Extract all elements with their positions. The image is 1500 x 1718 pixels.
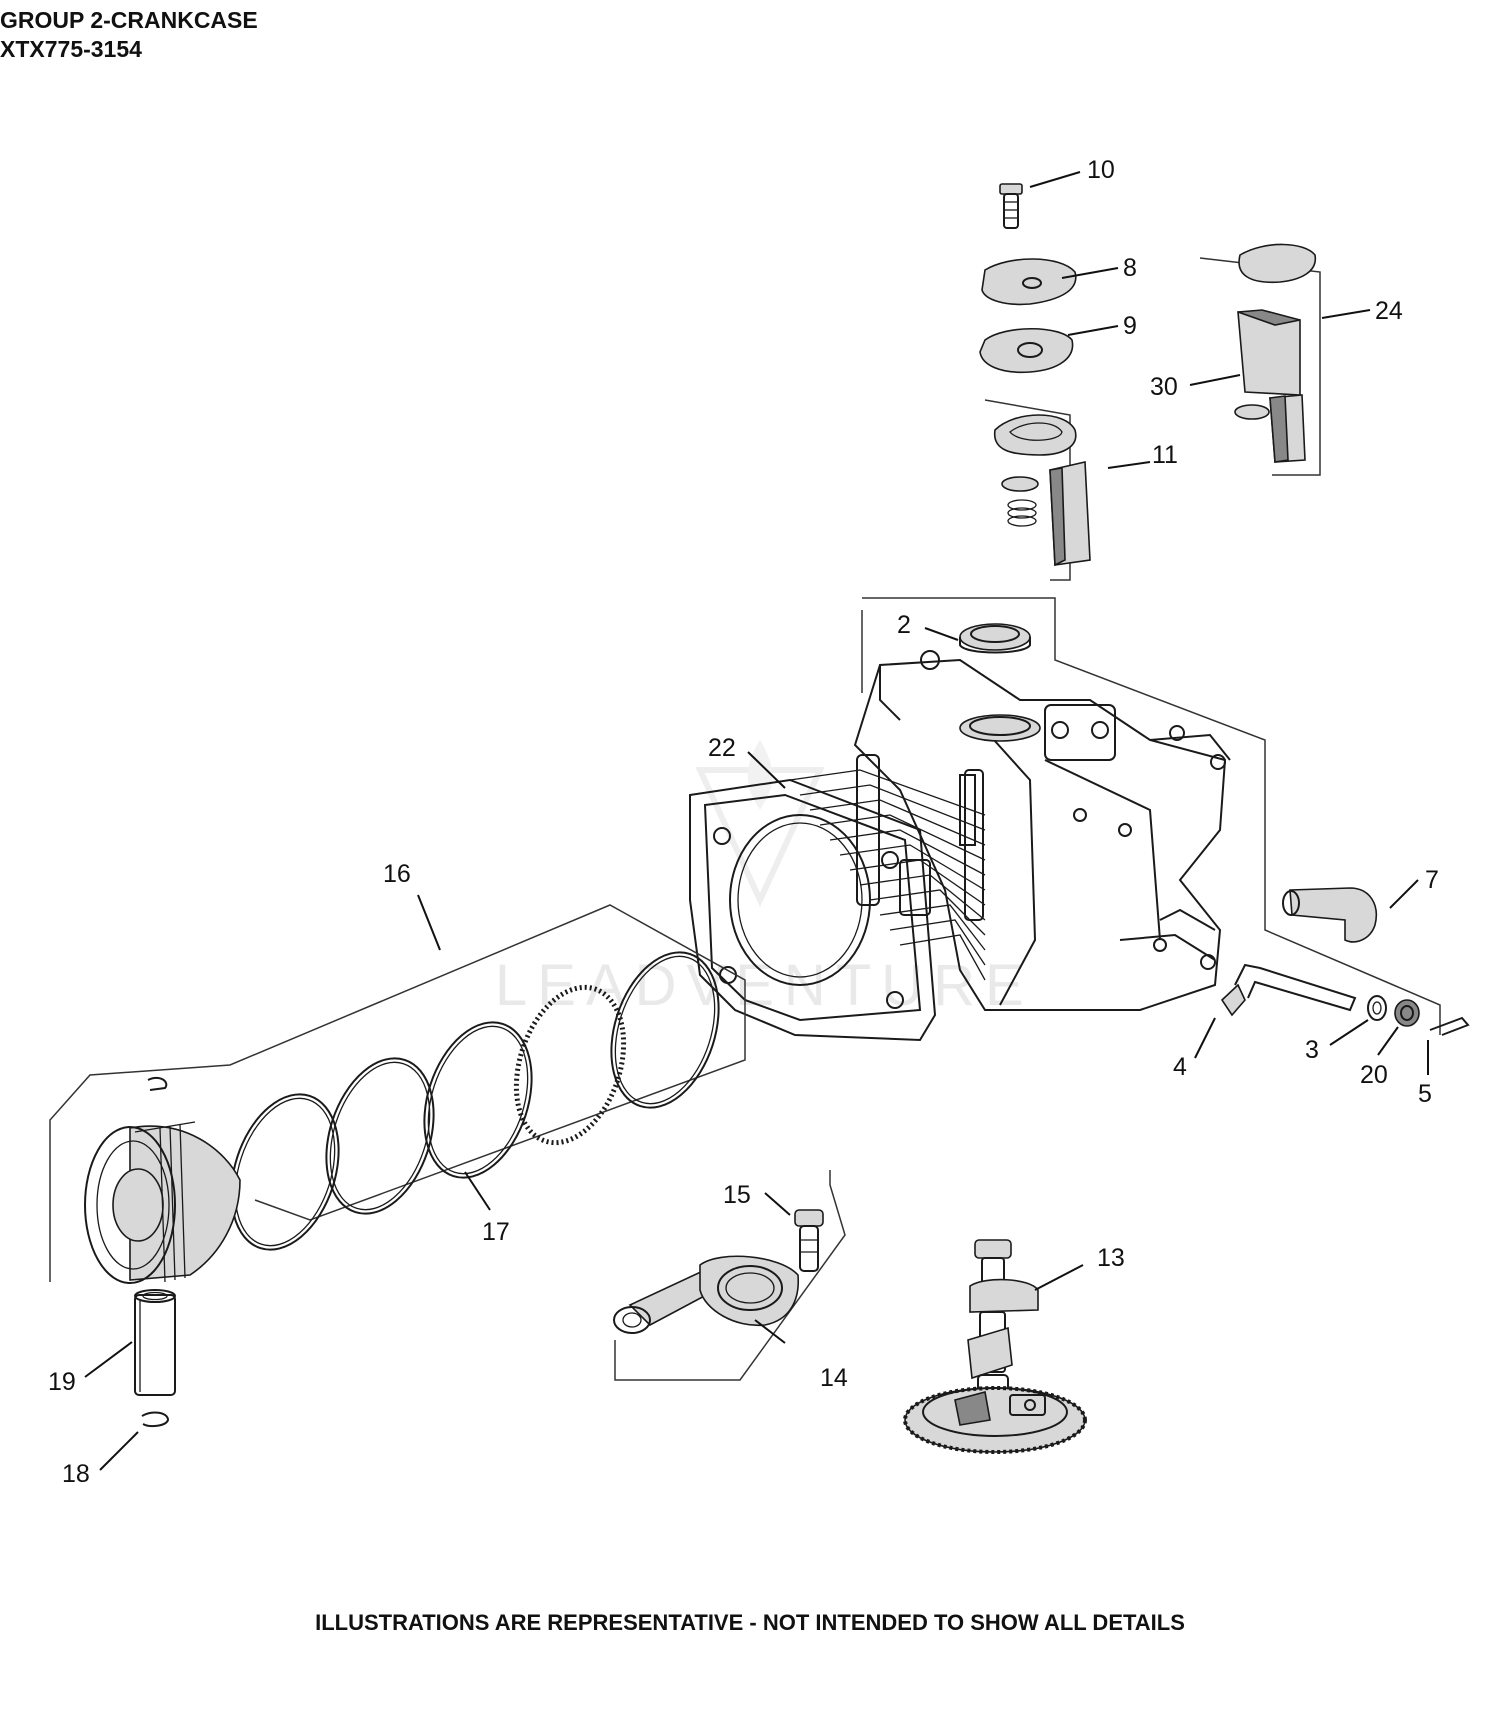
part-washer-3 bbox=[1367, 995, 1387, 1021]
part-clip-5 bbox=[1429, 1016, 1470, 1036]
callout-labels: 10 8 9 24 30 11 2 22 7 3 20 5 4 16 17 15… bbox=[48, 156, 1439, 1488]
callout-19: 19 bbox=[48, 1368, 76, 1396]
part-plate-8 bbox=[981, 258, 1077, 306]
diagram-title: GROUP 2-CRANKCASE XTX775-3154 bbox=[0, 6, 258, 64]
callout-16: 16 bbox=[383, 860, 411, 888]
callout-22: 22 bbox=[708, 734, 736, 762]
callout-17: 17 bbox=[482, 1218, 510, 1246]
callout-8: 8 bbox=[1123, 254, 1137, 282]
callout-3: 3 bbox=[1305, 1036, 1319, 1064]
part-bolt-15 bbox=[794, 1209, 824, 1272]
model-number: XTX775-3154 bbox=[0, 36, 142, 62]
leader-lines bbox=[84, 171, 1429, 1471]
bracket-piston-group bbox=[49, 904, 746, 1282]
callout-30: 30 bbox=[1150, 373, 1178, 401]
callout-18: 18 bbox=[62, 1460, 90, 1488]
callout-2: 2 bbox=[897, 611, 911, 639]
callout-20: 20 bbox=[1360, 1061, 1388, 1089]
disclaimer-footer: ILLUSTRATIONS ARE REPRESENTATIVE - NOT I… bbox=[315, 1610, 1185, 1635]
callout-11: 11 bbox=[1152, 441, 1178, 469]
part-crankcase-22 bbox=[689, 650, 1231, 1042]
part-shaft-4 bbox=[1220, 963, 1357, 1017]
part-clip-18 bbox=[141, 1411, 170, 1428]
part-bolt-10 bbox=[999, 183, 1023, 229]
callout-13: 13 bbox=[1097, 1244, 1125, 1272]
callout-24: 24 bbox=[1375, 297, 1403, 325]
watermark-text: LEADVENTURE bbox=[495, 953, 1034, 1018]
group-title: GROUP 2-CRANKCASE bbox=[0, 7, 258, 33]
part-breather-assembly-24 bbox=[1199, 243, 1321, 476]
callout-15: 15 bbox=[723, 1181, 751, 1209]
part-piston bbox=[84, 1076, 241, 1284]
part-piston-rings-16-17 bbox=[230, 951, 720, 1251]
part-tube-7 bbox=[1282, 887, 1377, 943]
callout-10: 10 bbox=[1087, 156, 1115, 184]
callout-4: 4 bbox=[1173, 1053, 1187, 1081]
part-connecting-rod-14 bbox=[613, 1255, 800, 1334]
callout-14: 14 bbox=[820, 1364, 848, 1392]
part-piston-pin-19 bbox=[134, 1289, 176, 1396]
part-plate-9 bbox=[979, 327, 1074, 374]
part-breather-11 bbox=[984, 399, 1091, 581]
callout-5: 5 bbox=[1418, 1080, 1432, 1108]
part-oil-seal-2 bbox=[861, 597, 1441, 1035]
callout-7: 7 bbox=[1425, 866, 1439, 894]
part-seal-20 bbox=[1394, 999, 1420, 1027]
callout-9: 9 bbox=[1123, 312, 1137, 340]
part-camshaft-13 bbox=[903, 1239, 1087, 1454]
